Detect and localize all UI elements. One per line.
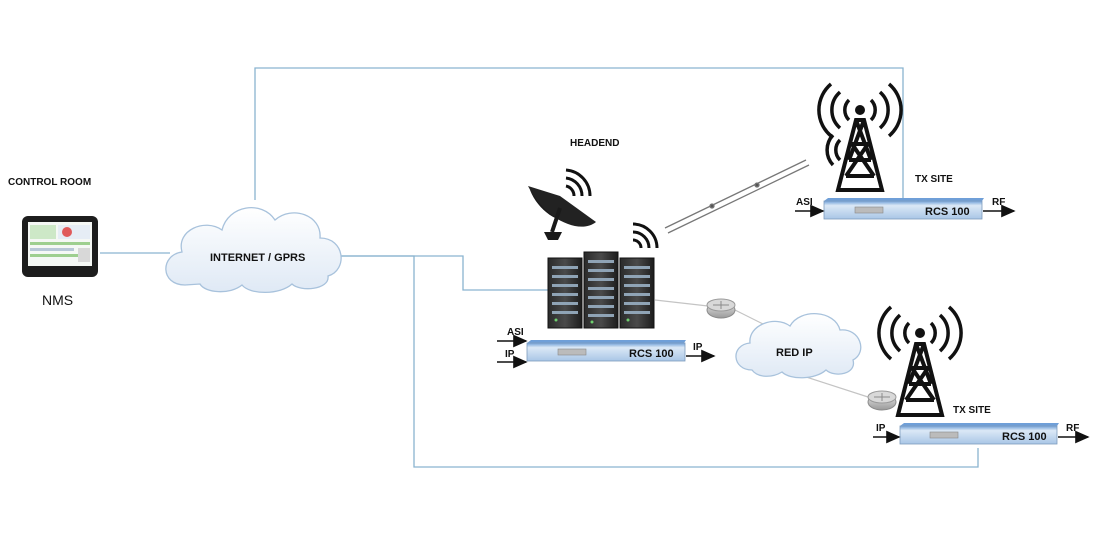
control-room-label: CONTROL ROOM bbox=[8, 177, 91, 188]
tx-site-bottom-device-label: RCS 100 bbox=[1002, 431, 1047, 443]
link-red-ip-router bbox=[799, 374, 869, 398]
link-internet-headend bbox=[332, 255, 548, 291]
headend-server-racks-icon bbox=[547, 251, 655, 329]
headend-asi-label: ASI bbox=[507, 327, 524, 338]
internet-cloud: INTERNET / GPRS bbox=[165, 207, 342, 294]
headend-ip-in-label: IP bbox=[505, 349, 515, 360]
nms-tablet-icon bbox=[22, 216, 98, 277]
red-ip-cloud-label: RED IP bbox=[776, 347, 813, 359]
tx-site-bottom-label: TX SITE bbox=[953, 405, 991, 416]
headend-wireless-icon bbox=[632, 222, 659, 249]
headend-device-label: RCS 100 bbox=[629, 348, 674, 360]
tx-site-bottom-rcs100-device: RCS 100 bbox=[899, 423, 1059, 445]
link-internet-bottom-tx bbox=[332, 255, 979, 468]
tx-bottom-rf-label: RF bbox=[1066, 423, 1079, 434]
tx-site-top-rcs100-device: RCS 100 bbox=[823, 198, 984, 220]
tx-site-top-device-label: RCS 100 bbox=[925, 206, 970, 218]
tx-tower-icon bbox=[817, 82, 903, 192]
link-headend-router bbox=[654, 299, 709, 307]
tx-site-top-label: TX SITE bbox=[915, 174, 953, 185]
link-internet-top-tx bbox=[254, 67, 904, 200]
headend-rcs100-device: RCS 100 bbox=[526, 340, 686, 362]
tx-tower-icon bbox=[877, 305, 963, 417]
headend-ip-out-label: IP bbox=[693, 342, 703, 353]
headend-label: HEADEND bbox=[570, 138, 619, 149]
tx-top-asi-label: ASI bbox=[796, 197, 813, 208]
router-icon bbox=[867, 390, 897, 411]
internet-cloud-label: INTERNET / GPRS bbox=[210, 252, 305, 264]
router-icon bbox=[706, 298, 736, 319]
tx-bottom-ip-label: IP bbox=[876, 423, 886, 434]
tx-top-rf-label: RF bbox=[992, 197, 1005, 208]
nms-label: NMS bbox=[42, 292, 73, 308]
connection-lines bbox=[100, 67, 979, 468]
red-ip-cloud: RED IP bbox=[735, 313, 862, 379]
microwave-link bbox=[664, 159, 810, 234]
satellite-dish-icon bbox=[528, 168, 596, 240]
